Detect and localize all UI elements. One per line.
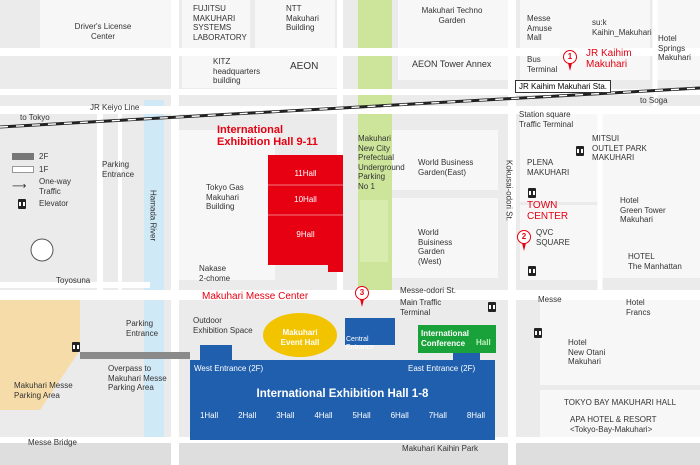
arrow-icon: ⟶ <box>12 181 27 192</box>
springs-label: Hotel Springs Makuhari <box>658 34 691 62</box>
messe-bridge-label: Messe Bridge <box>28 438 77 447</box>
hall-room-2: 2Hall <box>238 411 257 420</box>
legend-one-way: ⟶ One-way Traffic <box>12 177 72 196</box>
messe-parking-label: Makuhari Messe Parking Area <box>14 381 73 400</box>
legend-1f-swatch <box>12 165 34 173</box>
legend-1f: 1F <box>12 165 94 175</box>
aeon-annex-label: AEON Tower Annex <box>412 59 492 69</box>
international-conference-hall <box>418 325 496 353</box>
apa-label: APA HOTEL & RESORT <Tokyo-Bay-Makuhari> <box>570 415 657 434</box>
kokusai-odori-label: Kokusai-odori St. <box>504 160 514 221</box>
hall-room-3: 3Hall <box>276 411 295 420</box>
legend-2f: 2F <box>12 152 94 162</box>
hall-room-8: 8Hall <box>466 411 486 420</box>
conference-hall-label-b: Hall <box>476 338 491 347</box>
toyosuna-label: Toyosuna <box>56 276 91 285</box>
west-entrance-label: West Entrance (2F) <box>194 364 264 373</box>
new-otani-label: Hotel New Otani Makuhari <box>568 338 606 366</box>
pin-1: 1 <box>563 50 577 71</box>
hall-9-11-title: International Exhibition Hall 9-11 <box>217 124 318 148</box>
elevator-icon <box>534 328 542 338</box>
parking-entrance-bottom-label: Parking Entrance <box>126 319 159 338</box>
aeon-label: AEON <box>290 61 319 72</box>
hall-room-5: 5Hall <box>352 411 371 420</box>
messe-parking-area <box>0 300 80 410</box>
elevator-icon <box>576 146 584 156</box>
nakase-label: Nakase 2-chome <box>199 264 231 283</box>
suk-label: su:k Kaihin_Makuhari <box>592 18 652 37</box>
ntt-label: NTT Makuhari Building <box>286 4 319 32</box>
new-city-parking-label: Makuhari New City Prefectual Underground… <box>358 134 405 191</box>
hall-room-6: 6Hall <box>390 411 409 420</box>
messe-odori-label: Messe-odori St. <box>400 286 457 295</box>
elevator-icon <box>18 199 26 209</box>
hotel-francs-label: Hotel Francs <box>626 298 651 317</box>
hall-1-8-title: International Exhibition Hall 1-8 <box>256 388 429 400</box>
hall-room-1: 1Hall <box>199 411 219 420</box>
techno-garden-label: Makuhari Techno Garden <box>421 6 483 25</box>
manhattan-label: HOTEL The Manhattan <box>628 252 682 271</box>
jr-kaihim-makuhari-station: JR Kaihim Makuhari Sta. <box>515 80 612 93</box>
main-traffic-terminal-label: Main Traffic Terminal <box>400 298 442 317</box>
kitz-label: KITZ headquarters building <box>213 57 261 85</box>
pin-3: 3 <box>355 286 369 307</box>
plena-label: PLENA MAKUHARI <box>527 158 570 177</box>
wbg-east-label: World Business Garden(East) <box>418 158 474 177</box>
overpass <box>80 352 190 359</box>
hamada-river <box>144 100 164 465</box>
mitsui-label: MITSUI OUTLET PARK MAKUHARI <box>592 134 647 162</box>
hall-room-4: 4Hall <box>314 411 333 420</box>
legend: 2F 1F ⟶ One-way Traffic Elevator <box>12 152 94 209</box>
parking-entrance-top-label: Parking Entrance <box>102 160 135 179</box>
messe-amuse-label: Messe Amuse Mall <box>527 14 552 42</box>
elevator-icon <box>488 302 496 312</box>
elevator-icon <box>528 266 536 276</box>
drivers-license-label: Driver's License Center <box>74 22 132 41</box>
to-soga-label: to Soga <box>640 96 668 105</box>
hall-9-label: 9Hall <box>296 230 315 239</box>
central-entrance-label: Central Entrance <box>346 336 375 351</box>
town-center-label: TOWN CENTER <box>527 200 569 222</box>
station-square-label: Station square Traffic Terminal <box>519 110 574 129</box>
hall-1-8-rooms: 1Hall 2Hall 3Hall 4Hall 5Hall 6Hall 7Hall 8Hall <box>190 411 495 421</box>
wbg-west-label: World Buisiness Garden (West) <box>418 228 453 266</box>
outdoor-space-label: Outdoor Exhibition Space <box>193 316 253 335</box>
hamada-river-label: Hamada River <box>148 190 158 242</box>
to-tokyo-label: to Tokyo <box>20 113 50 122</box>
messe-area-label: Messe <box>538 295 562 304</box>
messe-center-title: Makuhari Messe Center <box>202 291 309 302</box>
tokyo-bay-hall-label: TOKYO BAY MAKUHARI HALL <box>564 398 677 407</box>
hall-room-7: 7Hall <box>428 411 447 420</box>
hall-11-label: 11Hall <box>294 169 317 178</box>
hall-10-label: 10Hall <box>294 195 317 204</box>
kaihin-park-label: Makuhari Kaihin Park <box>402 444 479 453</box>
jr-keiyo-line <box>0 86 700 129</box>
qvc-label: QVC SQUARE <box>536 228 570 247</box>
conference-hall-label: International Conference <box>421 329 470 348</box>
green-tower-label: Hotel Green Tower Makuhari <box>620 196 666 224</box>
elevator-icon <box>72 342 80 352</box>
jr-keiyo-line-label: JR Keiyo Line <box>90 103 140 112</box>
elevator-icon <box>528 188 536 198</box>
overpass-label: Overpass to Makuhari Messe Parking Area <box>108 364 167 392</box>
makuhari-event-hall <box>263 313 337 357</box>
bus-terminal-label: Bus Terminal <box>527 55 558 74</box>
event-hall-label: Makuhari Event Hall <box>280 328 320 347</box>
pin-2: 2 <box>517 230 531 251</box>
fujitsu-label: FUJITSU MAKUHARI SYSTEMS LABORATORY <box>193 4 247 42</box>
exhibition-hall-9-11 <box>268 155 343 272</box>
tokyo-gas-label: Tokyo Gas Makuhari Building <box>206 183 244 211</box>
east-entrance-label: East Entrance (2F) <box>408 364 476 373</box>
legend-elevator: Elevator <box>12 199 94 209</box>
compass-icon <box>30 238 54 262</box>
exhibition-hall-1-8 <box>190 318 495 440</box>
jr-kaihim-makuhari-label: JR Kaihim Makuhari <box>586 48 632 70</box>
city-blocks <box>40 0 700 440</box>
legend-2f-swatch <box>12 153 34 161</box>
